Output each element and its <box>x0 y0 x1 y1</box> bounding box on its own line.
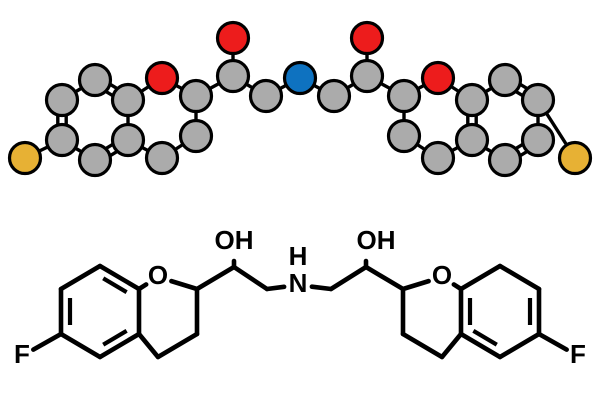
skeletal-bond <box>497 331 542 360</box>
skeletal-bond <box>497 263 542 292</box>
atom-ball-c <box>349 58 385 94</box>
skeletal-bond-double-inner <box>102 329 128 347</box>
skeletal-bond <box>58 263 103 292</box>
atom-ball-c <box>144 140 180 176</box>
skeletal-bond <box>58 331 103 360</box>
skeletal-bond <box>536 331 569 352</box>
atom-ball-f <box>557 140 593 176</box>
atom-ball-c <box>178 78 214 114</box>
atom-ball-c <box>420 140 456 176</box>
skeletal-bond <box>155 331 200 360</box>
atom-ball-c <box>454 122 490 158</box>
skeletal-bond <box>97 263 142 292</box>
skeletal-label-group: F O OH HN OH O F <box>14 225 586 369</box>
atom-ball-f <box>7 140 43 176</box>
atom-ball-c <box>487 142 523 178</box>
skeletal-bond <box>264 284 287 292</box>
atom-ball-c <box>110 122 146 158</box>
skeletal-bond <box>439 331 464 360</box>
atom-ball-c <box>178 118 214 154</box>
skeletal-bond <box>328 264 369 292</box>
atom-ball-o <box>144 60 180 96</box>
atom-ball-c <box>248 78 284 114</box>
skeletal-bond <box>194 264 237 292</box>
ball-stick-atom-group <box>7 20 593 178</box>
atom-label-o: O <box>432 260 452 290</box>
atom-label-f: F <box>570 339 586 369</box>
atom-label-n: N <box>289 268 308 298</box>
atom-label-oh: OH <box>215 225 254 255</box>
skeletal-bond <box>136 282 149 292</box>
skeletal-bond <box>458 331 503 360</box>
skeletal-bond <box>136 331 161 360</box>
atom-ball-c <box>77 62 113 98</box>
atom-label-h: H <box>289 241 308 271</box>
atom-ball-c <box>520 122 556 158</box>
atom-ball-o <box>215 20 251 56</box>
atom-ball-c <box>487 62 523 98</box>
skeletal-bond <box>97 331 142 360</box>
atom-ball-o <box>349 20 385 56</box>
atom-label-f: F <box>14 339 30 369</box>
skeletal-bond <box>169 278 200 292</box>
skeletal-bond <box>400 278 431 292</box>
skeletal-bond-group <box>31 258 569 360</box>
skeletal-bond <box>400 331 445 360</box>
skeletal-bond <box>458 263 503 292</box>
skeletal-bond <box>363 264 406 292</box>
atom-label-oh: OH <box>357 225 396 255</box>
atom-ball-c <box>44 122 80 158</box>
skeletal-bond-double-inner <box>472 329 498 347</box>
skeletal-bond <box>231 264 270 292</box>
atom-ball-c <box>386 78 422 114</box>
atom-ball-c <box>454 82 490 118</box>
skeletal-bond <box>31 331 64 352</box>
atom-ball-c <box>110 82 146 118</box>
atom-ball-c <box>520 82 556 118</box>
atom-ball-n <box>282 60 318 96</box>
atom-ball-c <box>316 78 352 114</box>
atom-ball-c <box>386 118 422 154</box>
atom-ball-c <box>44 82 80 118</box>
atom-label-o: O <box>148 260 168 290</box>
atom-ball-c <box>215 58 251 94</box>
skeletal-bond <box>309 284 334 292</box>
skeletal-bond-double-inner <box>102 276 128 294</box>
atom-ball-c <box>77 142 113 178</box>
atom-ball-o <box>420 60 456 96</box>
